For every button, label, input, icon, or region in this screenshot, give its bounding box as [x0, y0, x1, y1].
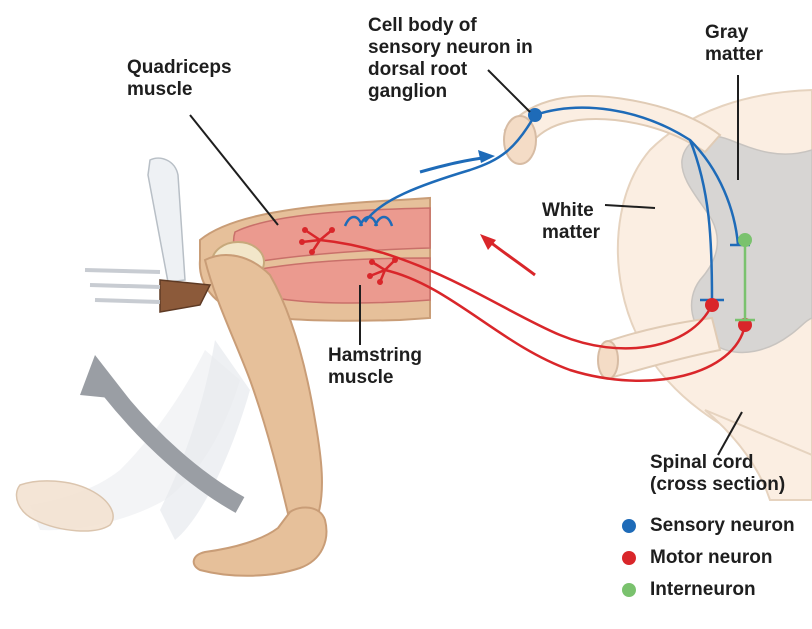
- sensory-branch-motor: [688, 139, 714, 301]
- sensory-receptor-coils: [343, 215, 394, 227]
- leader-quadriceps: [189, 114, 279, 226]
- quadriceps-label: Quadriceps muscle: [127, 57, 232, 100]
- hamstring-label: Hamstring muscle: [328, 345, 422, 388]
- leader-cell-body: [487, 69, 531, 113]
- motor-arrow-head: [480, 234, 496, 250]
- legend-item-interneuron: Interneuron: [622, 574, 795, 606]
- ventral-root: [604, 316, 722, 380]
- foot-ghost: [15, 480, 114, 532]
- leg-movement-arrow-head: [80, 355, 130, 400]
- legend-label-motor: Motor neuron: [650, 547, 773, 568]
- motor-neuron-pathways: [301, 228, 747, 382]
- legend-dot-sensory: [622, 519, 636, 533]
- white-matter-label: White matter: [542, 200, 601, 243]
- spinal-cord: [503, 88, 812, 501]
- leader-spinal-cord: [717, 411, 743, 456]
- legend-dot-interneuron: [622, 583, 636, 597]
- leg-ghost-1: [30, 350, 240, 531]
- legend-item-sensory: Sensory neuron: [622, 510, 795, 542]
- legend-dot-motor: [622, 551, 636, 565]
- sensory-axon-central: [534, 106, 740, 246]
- leader-lines: [189, 69, 743, 456]
- hamstring-endplates: [369, 259, 396, 283]
- quadriceps-endplates: [301, 228, 333, 253]
- cell-body-label: Cell body of sensory neuron in dorsal ro…: [368, 15, 533, 102]
- motor-cell-body-1: [705, 298, 719, 312]
- sensory-cell-body: [528, 108, 542, 122]
- sensory-arrow-head: [478, 150, 495, 163]
- leg-movement-arrow: [102, 384, 245, 513]
- motor-axon-quadriceps: [319, 238, 714, 350]
- spinal-cord-lower: [704, 409, 812, 501]
- sensory-neuron-pathway: [343, 106, 750, 302]
- legend-label-interneuron: Interneuron: [650, 579, 756, 600]
- sensory-direction-arrow: [419, 155, 491, 174]
- leg-ghost-2: [160, 340, 250, 540]
- foot: [192, 506, 328, 577]
- legend: Sensory neuron Motor neuron Interneuron: [622, 510, 795, 606]
- hammer-motion-lines: [84, 268, 161, 304]
- leader-white-matter: [604, 204, 656, 209]
- reflex-hammer-handle: [147, 157, 186, 283]
- motor-cell-body-2: [738, 318, 752, 332]
- motor-endplate-dots: [299, 227, 398, 285]
- reflex-hammer-head: [159, 279, 212, 313]
- motor-axon-hamstring: [384, 268, 747, 382]
- legend-item-motor: Motor neuron: [622, 542, 795, 574]
- gray-matter-label: Gray matter: [705, 22, 764, 65]
- legend-label-sensory: Sensory neuron: [650, 515, 795, 536]
- spinal-cord-label: Spinal cord (cross section): [650, 452, 786, 495]
- sensory-axon-peripheral: [363, 114, 537, 223]
- lower-leg: [203, 254, 323, 524]
- interneuron-cell-body: [738, 233, 752, 247]
